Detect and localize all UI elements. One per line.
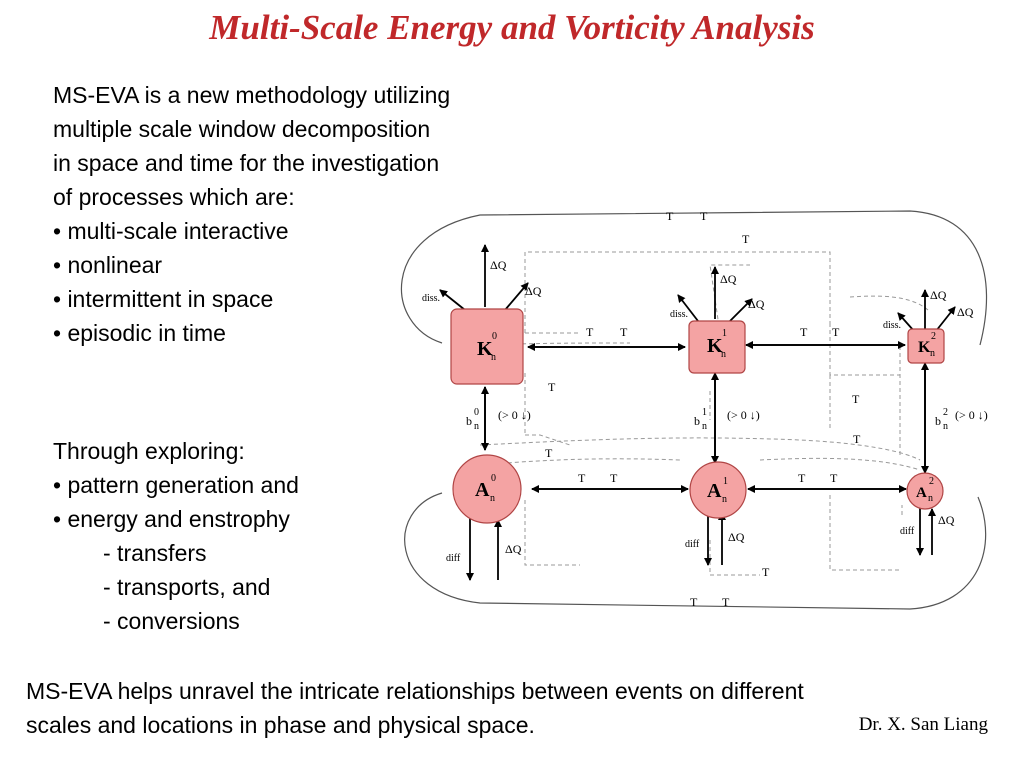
label-t: T [690,595,698,609]
label-dq: ΔQ [728,530,745,544]
node-a2-sup: 2 [929,476,934,487]
label-dq: ΔQ [720,272,737,286]
intro-text: MS-EVA is a new methodology utilizing mu… [53,78,553,350]
label-t: T [578,471,586,485]
label-positive: (> 0 ↓) [498,408,531,422]
footer-text: MS-EVA helps unravel the intricate relat… [26,674,1006,742]
node-k0-sub: n [491,352,496,363]
label-b-sub: n [943,421,948,432]
label-diss: diss. [422,293,440,304]
label-positive: (> 0 ↓) [955,408,988,422]
explore-text: Through exploring: • pattern generation … [53,434,383,638]
intro-line: multiple scale window decomposition [53,116,431,142]
node-a0-sub: n [490,493,495,504]
label-diff: diff [900,526,915,537]
ms-eva-diagram: K n 0 K n 1 K n 2 A n 0 A n 1 A n 2 diss… [400,209,988,610]
label-diss: diss. [883,320,901,331]
label-dq: ΔQ [748,297,765,311]
intro-line: of processes which are: [53,184,295,210]
label-diff: diff [446,553,461,564]
explore-bullet: • pattern generation and [53,472,299,498]
node-k0-sup: 0 [492,331,497,342]
label-t: T [762,565,770,579]
outer-loop-top [400,210,988,346]
outer-loop-bottom [404,492,987,610]
explore-subitem: - transfers [103,540,207,566]
intro-bullet: • nonlinear [53,252,163,278]
label-dq: ΔQ [505,542,522,556]
slide-title: Multi-Scale Energy and Vorticity Analysi… [209,8,815,47]
footer-line: scales and locations in phase and physic… [26,712,535,738]
node-k1-label: K [707,335,723,357]
label-t: T [800,325,808,339]
label-t: T [742,232,750,246]
label-t: T [620,325,628,339]
node-a1-sub: n [722,494,727,505]
node-k1-sub: n [721,349,726,360]
node-k1 [688,320,746,374]
label-dq: ΔQ [938,513,955,527]
label-t: T [853,432,861,446]
label-b: b [694,414,700,428]
intro-bullet: • intermittent in space [53,286,274,312]
node-a0-label: A [475,479,490,501]
label-diff: diff [685,539,700,550]
label-t: T [852,392,860,406]
label-t: T [722,595,730,609]
node-a0 [452,454,522,524]
label-b-sup: 0 [474,407,479,418]
solid-arrows [439,244,956,581]
node-a2 [906,472,944,510]
label-b-sub: n [702,421,707,432]
node-a2-sub: n [928,493,933,504]
label-t: T [545,446,553,460]
label-t: T [798,471,806,485]
label-t: T [548,380,556,394]
node-k0-label: K [477,338,493,360]
label-dq: ΔQ [930,288,947,302]
author-credit: Dr. X. San Liang [858,714,988,735]
label-positive: (> 0 ↓) [727,408,760,422]
label-dq: ΔQ [957,305,974,319]
label-dq: ΔQ [525,284,542,298]
label-b-sup: 2 [943,407,948,418]
label-diss: diss. [670,309,688,320]
label-t: T [666,209,674,223]
explore-bullet: • energy and enstrophy [53,506,290,532]
label-b: b [466,414,472,428]
label-b: b [935,414,941,428]
label-t: T [700,209,708,223]
label-b-sub: n [474,421,479,432]
intro-line: in space and time for the investigation [53,150,440,176]
label-dq: ΔQ [490,258,507,272]
label-t: T [830,471,838,485]
label-t: T [832,325,840,339]
explore-subitem: - conversions [103,608,240,634]
node-a2-label: A [916,485,927,501]
node-k2-sup: 2 [931,331,936,342]
intro-line: MS-EVA is a new methodology utilizing [53,82,451,108]
node-k2-label: K [918,339,931,356]
node-a1 [689,461,747,519]
footer-line: MS-EVA helps unravel the intricate relat… [26,678,804,704]
explore-subitem: - transports, and [103,574,271,600]
explore-heading: Through exploring: [53,438,245,464]
node-a1-sup: 1 [723,476,728,487]
node-k2-sub: n [930,348,935,359]
intro-bullet: • multi-scale interactive [53,218,289,244]
dashed-flows [479,251,929,576]
node-a0-sup: 0 [491,473,496,484]
label-t: T [610,471,618,485]
label-b-sup: 1 [702,407,707,418]
node-k0 [450,308,524,385]
node-k1-sup: 1 [722,328,727,339]
node-k2 [907,328,945,364]
label-t: T [586,325,594,339]
node-a1-label: A [707,480,722,502]
intro-bullet: • episodic in time [53,320,226,346]
